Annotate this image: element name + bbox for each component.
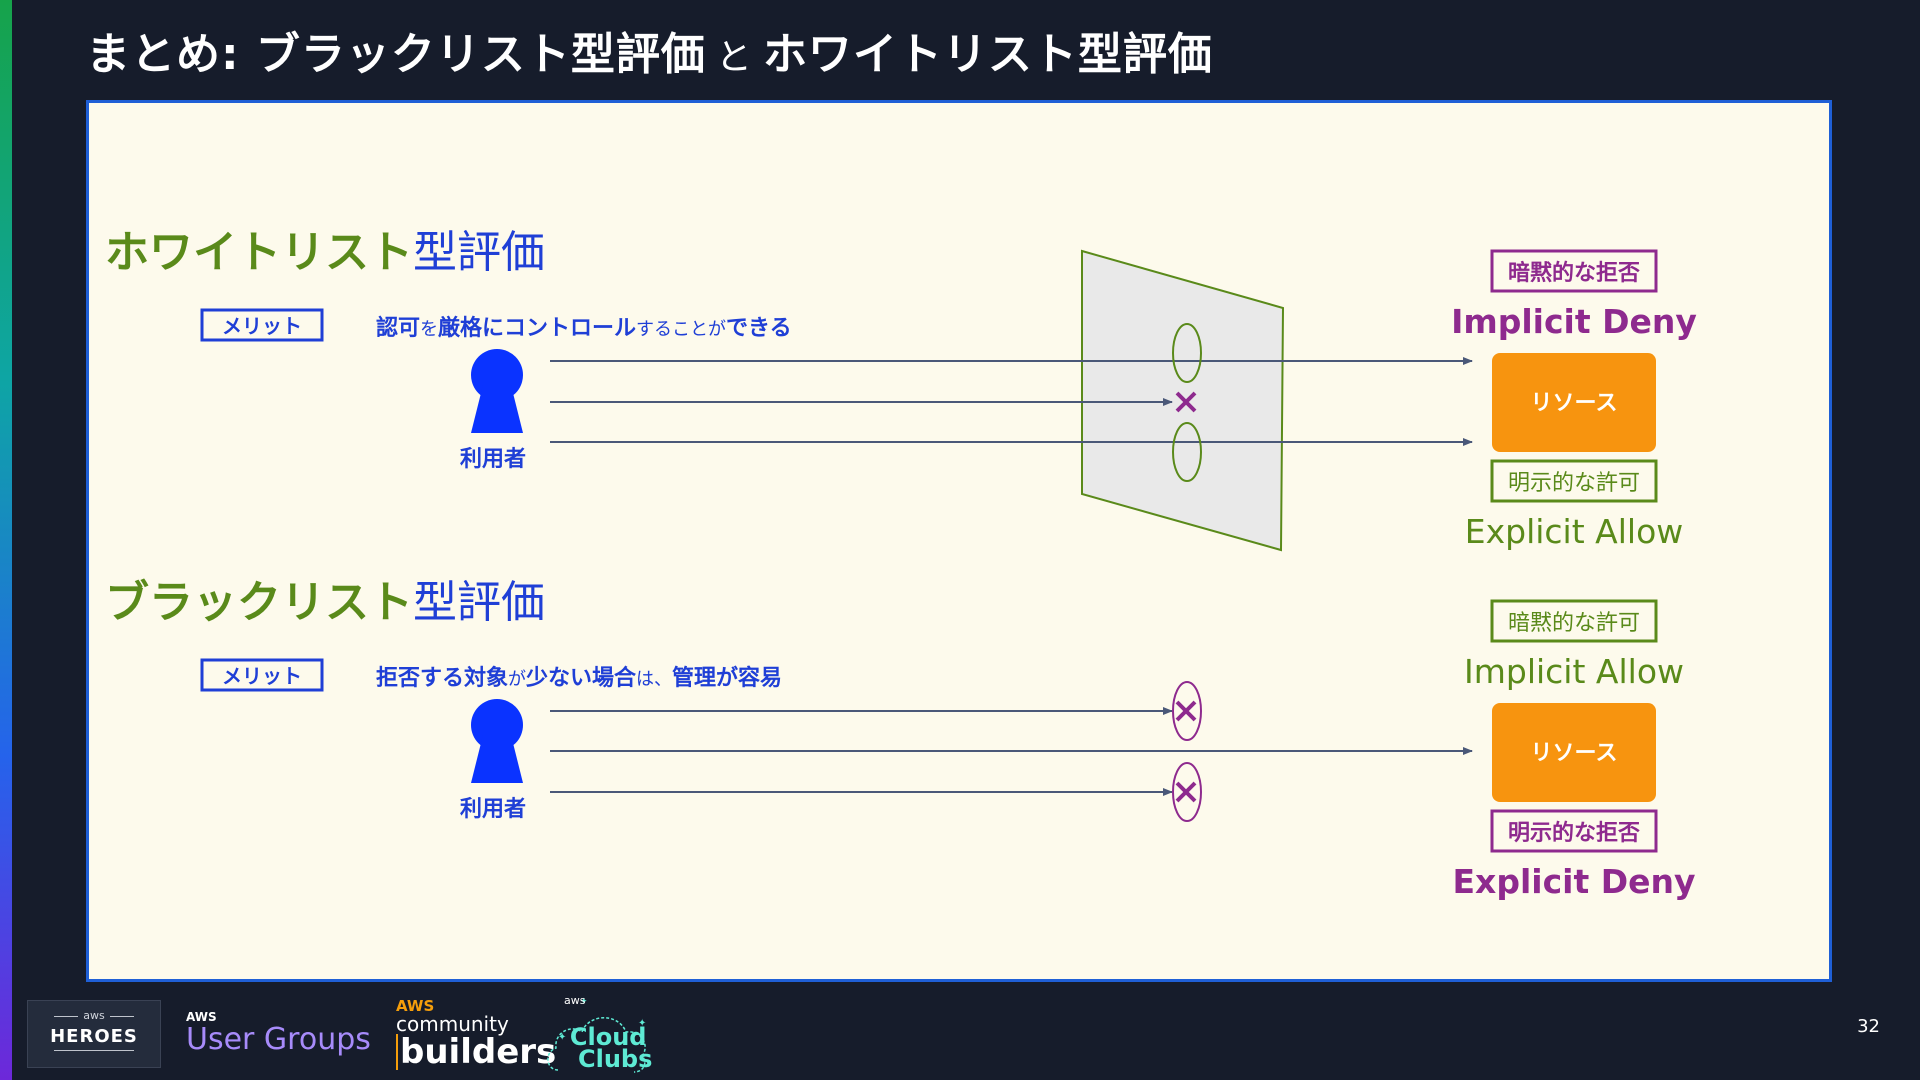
whitelist-top-tag: 暗黙的な拒否 (1508, 260, 1640, 286)
blacklist-deny-x-icon-2 (1172, 762, 1202, 822)
blacklist-bottom-tag-box (1490, 809, 1658, 853)
blacklist-top-en: Implicit Allow (1464, 652, 1684, 691)
blacklist-heading: ブラックリスト型評価 (105, 577, 545, 628)
merit-text-segment: を (420, 319, 438, 340)
blacklist-resource-label: リソース (1531, 741, 1618, 766)
community-builders-line1: community (396, 1012, 509, 1036)
blacklist-deny-x-icon-1 (1172, 681, 1202, 741)
heroes-rule (54, 1050, 134, 1051)
merit-text-segment: 少ない場合 (525, 665, 637, 691)
svg-text:✦: ✦ (558, 1032, 566, 1043)
accent-bar (0, 0, 12, 1080)
user-groups-aws-text: AWS (186, 1010, 217, 1024)
heroes-aws-text: aws (28, 1009, 160, 1022)
diagram: ホワイトリスト型評価 メリット 認可を厳格にコントロールすることができる 利用者… (105, 227, 1697, 901)
title-part1: まとめ: ブラックリスト型評価 (86, 29, 706, 80)
merit-text-segment: 管理が容易 (672, 665, 782, 691)
heroes-name: HEROES (50, 1026, 138, 1047)
content-panel: ホワイトリスト型評価 メリット 認可を厳格にコントロールすることができる 利用者… (86, 100, 1832, 982)
blacklist-bottom-tag: 明示的な拒否 (1508, 820, 1640, 846)
merit-text-segment: できる (726, 316, 792, 341)
whitelist-merit-tag: メリット (222, 314, 302, 338)
whitelist-heading-rest: 型評価 (413, 227, 545, 278)
aws-community-builders-logo: AWS community builders (396, 998, 556, 1070)
whitelist-heading: ホワイトリスト型評価 (105, 227, 545, 278)
page-number: 32 (1857, 1016, 1880, 1037)
blacklist-bottom-en: Explicit Deny (1453, 862, 1696, 901)
blacklist-user-icon (471, 699, 523, 783)
aws-heroes-logo: aws HEROES (27, 1000, 161, 1068)
svg-text:✦: ✦ (580, 997, 588, 1007)
merit-text-segment: は、 (636, 669, 672, 690)
merit-text-segment: が (508, 669, 526, 690)
blacklist-top-tag: 暗黙的な許可 (1508, 611, 1640, 636)
blacklist-heading-rest: 型評価 (413, 577, 545, 628)
whitelist-bottom-tag: 明示的な許可 (1508, 471, 1640, 496)
whitelist-bottom-en: Explicit Allow (1465, 512, 1684, 551)
blacklist-top-tag-box (1490, 599, 1658, 643)
merit-text-segment: することが (636, 319, 726, 340)
whitelist-bottom-tag-box (1490, 459, 1658, 503)
blacklist-user-label: 利用者 (460, 797, 526, 822)
merit-text-segment: 認可 (376, 315, 420, 341)
merit-text-segment: 厳格にコントロール (438, 315, 636, 341)
user-groups-name: User Groups (186, 1022, 371, 1057)
whitelist-merit-text: 認可を厳格にコントロールすることができる (376, 315, 792, 341)
blacklist-merit-tag-box (200, 658, 324, 692)
whitelist-allow-oval-2 (1172, 422, 1202, 482)
cloud-clubs-text: Cloud Clubs (564, 1023, 653, 1073)
whitelist-user-icon (471, 349, 523, 433)
cloud-clubs-line2: Clubs (578, 1045, 653, 1073)
cloud-clubs-cloud-icon: ✦ ✦ ✦ (547, 997, 646, 1073)
whitelist-heading-strong: ホワイトリスト (105, 227, 413, 278)
title-part2: ホワイトリスト型評価 (762, 29, 1213, 80)
cloud-clubs-aws-text: aws (564, 994, 586, 1007)
blacklist-resource-box (1492, 703, 1656, 802)
whitelist-resource-label: リソース (1531, 391, 1618, 416)
merit-text-segment: 拒否する対象 (376, 665, 508, 691)
whitelist-top-en: Implicit Deny (1451, 302, 1697, 341)
whitelist-top-tag-box (1490, 249, 1658, 293)
whitelist-user-label: 利用者 (460, 447, 526, 472)
aws-cloud-clubs-logo: ✦ ✦ ✦ aws Cloud Clubs (540, 992, 656, 1080)
blacklist-merit-text: 拒否する対象が少ない場合は、管理が容易 (376, 665, 782, 691)
whitelist-resource-box (1492, 353, 1656, 452)
community-builders-aws-text: AWS (396, 997, 435, 1015)
blacklist-merit-tag: メリット (222, 664, 302, 688)
whitelist-deny-x-icon (1175, 391, 1197, 413)
whitelist-allow-oval-1 (1172, 323, 1202, 383)
blacklist-heading-strong: ブラックリスト (105, 577, 413, 628)
cloud-clubs-line1: Cloud (569, 1023, 647, 1051)
whitelist-merit-tag-box (200, 308, 324, 342)
aws-user-groups-logo: AWS User Groups (186, 1010, 371, 1057)
title-conjunction: と (715, 37, 753, 78)
slide-title: まとめ: ブラックリスト型評価とホワイトリスト型評価 (86, 18, 1213, 82)
community-builders-line2: builders (396, 1034, 556, 1070)
svg-text:✦: ✦ (638, 1018, 646, 1029)
